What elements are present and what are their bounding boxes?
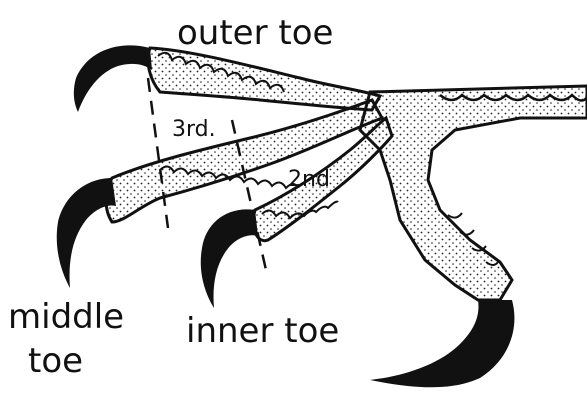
middle-claw	[57, 178, 116, 288]
label-outer-toe: outer toe	[177, 13, 333, 53]
label-2nd: 2nd	[288, 167, 330, 192]
tarsus	[360, 86, 587, 300]
label-middle-toe: toe	[28, 341, 83, 381]
label-3rd: 3rd.	[172, 117, 216, 142]
hind-claw	[370, 300, 514, 387]
outer-claw	[74, 45, 152, 112]
inner-claw	[201, 209, 258, 308]
dashed-line-3rd	[148, 78, 168, 228]
label-middle: middle	[8, 297, 124, 337]
label-inner-toe: inner toe	[186, 311, 339, 351]
